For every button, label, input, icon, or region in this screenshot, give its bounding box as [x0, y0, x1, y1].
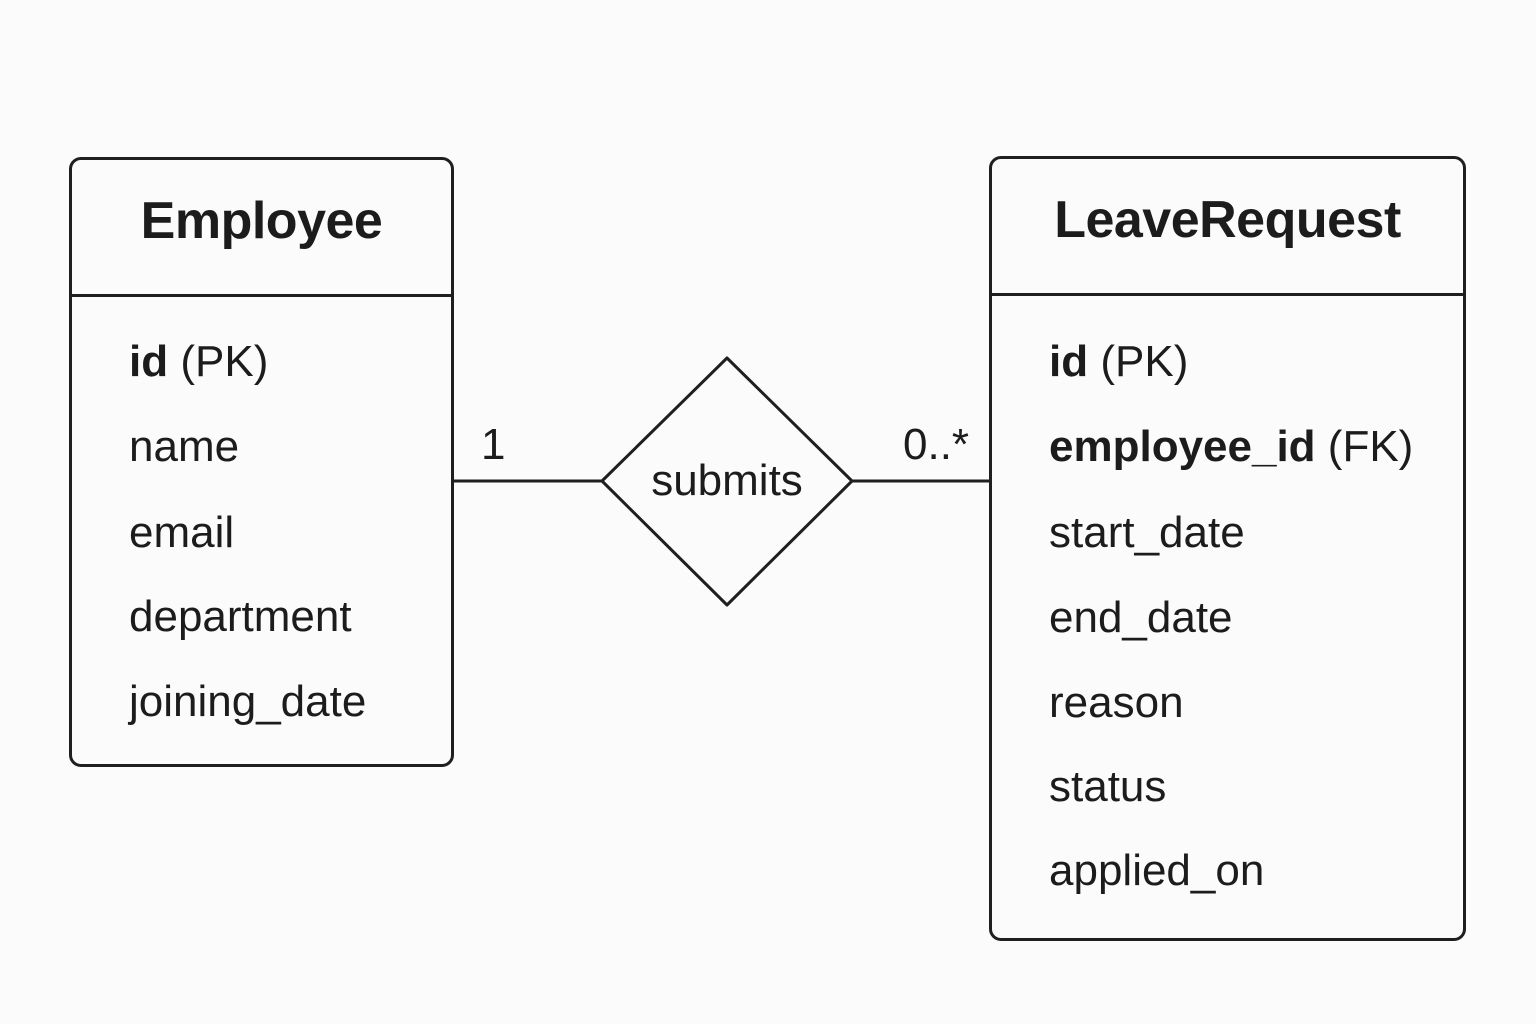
attribute-name: end_date [1049, 593, 1233, 642]
attribute-name: name [129, 422, 240, 471]
cardinality-left: 1 [481, 420, 506, 469]
relationship-label: submits [651, 456, 803, 505]
attribute-name: applied_on [1049, 846, 1265, 895]
attribute-tag: (FK) [1327, 422, 1414, 471]
attribute-row: employee_id (FK) [1049, 425, 1413, 469]
attribute-name: id [129, 337, 169, 386]
entity-employee-title: Employee [140, 192, 383, 250]
attribute-name: joining_date [129, 677, 367, 726]
entity-leave-request[interactable]: LeaveRequest id (PK) employee_id (FK) st… [989, 156, 1466, 941]
attribute-row: joining_date [129, 680, 366, 724]
attribute-name: employee_id [1049, 422, 1316, 471]
attribute-name: department [129, 592, 352, 641]
entity-leave-request-title: LeaveRequest [1054, 191, 1401, 249]
entity-leave-request-header: LeaveRequest [992, 159, 1463, 296]
attribute-tag: (PK) [180, 337, 269, 386]
attribute-row: start_date [1049, 511, 1245, 555]
attribute-name: id [1049, 337, 1089, 386]
cardinality-right: 0..* [903, 420, 970, 469]
attribute-name: status [1049, 762, 1167, 811]
attribute-row: department [129, 595, 352, 639]
entity-employee-header: Employee [72, 160, 451, 297]
relationship-diamond [600, 356, 854, 607]
entity-employee[interactable]: Employee id (PK) name email department j… [69, 157, 454, 767]
attribute-row: end_date [1049, 596, 1233, 640]
attribute-row: email [129, 511, 234, 555]
attribute-name: reason [1049, 678, 1184, 727]
attribute-name: email [129, 508, 235, 557]
attribute-row: id (PK) [1049, 340, 1188, 384]
attribute-row: id (PK) [129, 340, 268, 384]
attribute-row: applied_on [1049, 849, 1264, 893]
attribute-row: name [129, 425, 239, 469]
attribute-row: reason [1049, 681, 1184, 725]
attribute-row: status [1049, 765, 1166, 809]
attribute-name: start_date [1049, 508, 1245, 557]
attribute-tag: (PK) [1100, 337, 1189, 386]
